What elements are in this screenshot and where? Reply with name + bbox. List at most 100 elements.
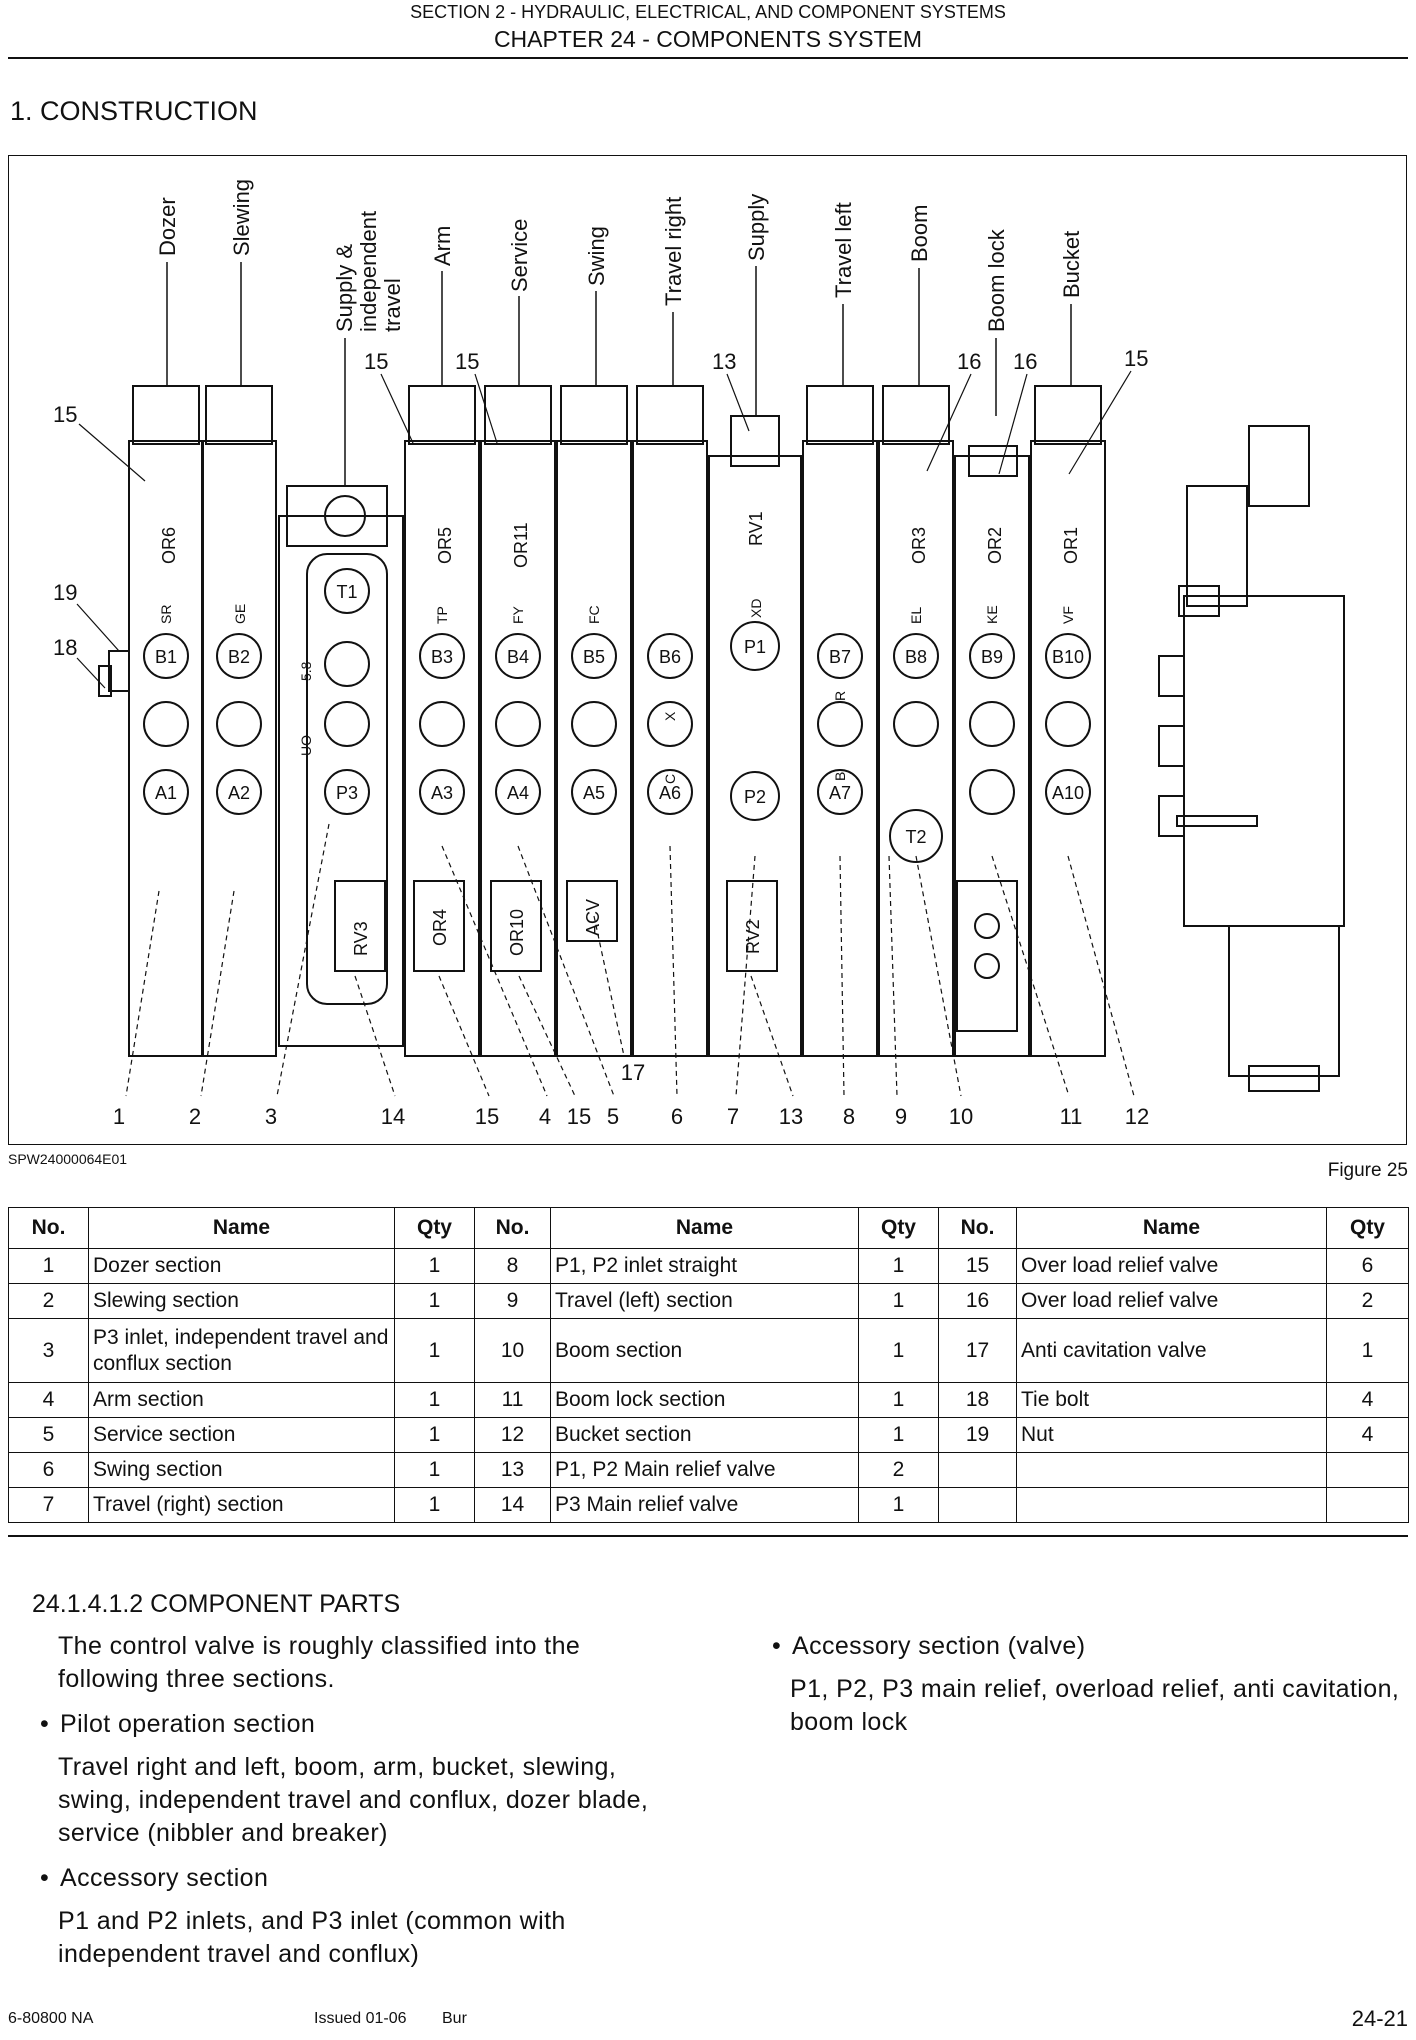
- num-15a: 15: [475, 1104, 499, 1129]
- code-fy: FY: [510, 605, 526, 624]
- table-cell: 2: [8, 1283, 89, 1319]
- table-cell: Boom section: [550, 1318, 859, 1383]
- bullet-dot-icon: •: [40, 1864, 50, 1892]
- num-15b: 15: [567, 1104, 591, 1129]
- callout-16b: 16: [1013, 349, 1037, 374]
- num-6: 6: [671, 1104, 683, 1129]
- footer-bur: Bur: [442, 2010, 467, 2027]
- num-14: 14: [381, 1104, 405, 1129]
- relief-or4: OR4: [430, 909, 450, 946]
- code-r: R: [832, 691, 848, 701]
- port-b6: B6: [659, 647, 681, 667]
- table-cell: 1: [394, 1417, 475, 1453]
- callout-16a: 16: [957, 349, 981, 374]
- bullet-text: P1, P2, P3 main relief, overload relief,…: [790, 1675, 1400, 1736]
- num-5: 5: [607, 1104, 619, 1129]
- bullet-title: Accessory section: [60, 1864, 269, 1892]
- port-b2: B2: [228, 647, 250, 667]
- code-ke: KE: [984, 605, 1000, 624]
- table-cell: 2: [1326, 1283, 1409, 1319]
- code-vf: VF: [1060, 606, 1076, 624]
- label-supply-3: travel: [380, 278, 405, 332]
- relief-or1: OR1: [1061, 527, 1081, 564]
- code-58: 5.8: [298, 661, 314, 681]
- table-cell: Over load relief valve: [1016, 1248, 1327, 1284]
- code-xd: XD: [748, 599, 764, 618]
- table-cell: 1: [394, 1487, 475, 1523]
- table-cell: 1: [1326, 1318, 1409, 1383]
- table-cell: [1016, 1487, 1327, 1523]
- port-b8: B8: [905, 647, 927, 667]
- relief-or10: OR10: [507, 909, 527, 956]
- table-cell: 19: [938, 1417, 1017, 1453]
- relief-rv1: RV1: [746, 511, 766, 546]
- relief-or3: OR3: [909, 527, 929, 564]
- body-left-column: The control valve is roughly classified …: [40, 1630, 658, 1983]
- label-boom: Boom: [907, 205, 932, 262]
- label-bucket: Bucket: [1059, 231, 1084, 298]
- num-11: 11: [1060, 1104, 1083, 1129]
- port-b1: B1: [155, 647, 177, 667]
- port-t2: T2: [905, 827, 926, 847]
- label-slewing: Slewing: [229, 179, 254, 256]
- header-rule: [8, 57, 1408, 59]
- table-cell: P3 inlet, independent travel and conflux…: [88, 1318, 395, 1383]
- label-dozer: Dozer: [155, 197, 180, 256]
- table-cell: 6: [8, 1452, 89, 1488]
- footer-doc: 6-80800 NA: [8, 2010, 94, 2027]
- table-cell: Travel (left) section: [550, 1283, 859, 1319]
- label-swing: Swing: [584, 226, 609, 286]
- num-10: 10: [949, 1104, 973, 1129]
- label-service: Service: [507, 219, 532, 292]
- bullet-text: Travel right and left, boom, arm, bucket…: [58, 1753, 649, 1847]
- table-cell: 12: [474, 1417, 551, 1453]
- callout-15a: 15: [53, 402, 77, 427]
- footer-issued: Issued 01-06: [314, 2010, 407, 2027]
- page-number: 24-21: [1351, 2006, 1408, 2031]
- code-b: B: [832, 772, 848, 781]
- table-cell: Boom lock section: [550, 1382, 859, 1418]
- table-row: 1 Dozer section 1 8 P1, P2 inlet straigh…: [8, 1248, 1409, 1284]
- port-a10: A10: [1052, 783, 1084, 803]
- chapter-header: CHAPTER 24 - COMPONENTS SYSTEM: [493, 26, 923, 52]
- table-cell: 4: [1326, 1382, 1409, 1418]
- table-row: 2 Slewing section 1 9 Travel (left) sect…: [8, 1283, 1409, 1319]
- table-cell: 17: [938, 1318, 1017, 1383]
- port-a4: A4: [507, 783, 529, 803]
- relief-or6: OR6: [159, 527, 179, 564]
- table-cell: 14: [474, 1487, 551, 1523]
- port-p1: P1: [744, 637, 766, 657]
- table-cell: [938, 1487, 1017, 1523]
- table-row: 3 P3 inlet, independent travel and confl…: [8, 1318, 1409, 1383]
- label-travel-right: Travel right: [661, 197, 686, 306]
- table-cell: 1: [394, 1283, 475, 1319]
- num-7: 7: [727, 1104, 739, 1129]
- table-cell: Over load relief valve: [1016, 1283, 1327, 1319]
- col-header: Qty: [394, 1207, 475, 1249]
- table-cell: 1: [858, 1487, 939, 1523]
- table-cell: Dozer section: [88, 1248, 395, 1284]
- table-cell: 15: [938, 1248, 1017, 1284]
- label-arm: Arm: [430, 226, 455, 266]
- callout-13: 13: [712, 349, 736, 374]
- relief-acv: ACV: [583, 899, 603, 936]
- bullet-accessory: • Accessory section: [40, 1862, 658, 1895]
- callout-15d: 15: [1124, 346, 1148, 371]
- code-el: EL: [908, 607, 924, 624]
- table-cell: 11: [474, 1382, 551, 1418]
- construction-title: 1. CONSTRUCTION: [10, 96, 258, 126]
- table-row: 7 Travel (right) section 1 14 P3 Main re…: [8, 1487, 1409, 1523]
- table-cell: 1: [8, 1248, 89, 1284]
- label-travel-left: Travel left: [831, 202, 856, 298]
- label-supply: Supply: [744, 194, 769, 261]
- table-cell: Anti cavitation valve: [1016, 1318, 1327, 1383]
- table-cell: Nut: [1016, 1417, 1327, 1453]
- callout-15b: 15: [364, 349, 388, 374]
- num-9: 9: [895, 1104, 907, 1129]
- bullet-pilot: •Pilot operation section: [40, 1708, 658, 1741]
- table-cell: 13: [474, 1452, 551, 1488]
- section-header: SECTION 2 - HYDRAULIC, ELECTRICAL, AND C…: [410, 2, 1006, 22]
- bullet-title: Pilot operation section: [60, 1710, 316, 1738]
- num-1: 1: [113, 1104, 125, 1129]
- table-cell: Tie bolt: [1016, 1382, 1327, 1418]
